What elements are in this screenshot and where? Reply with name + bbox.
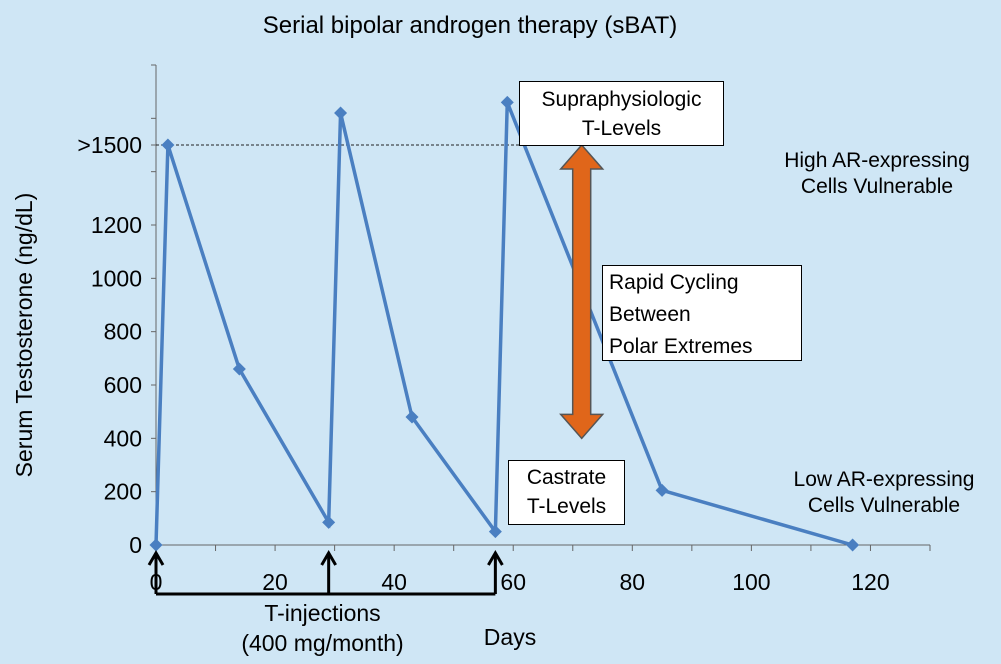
data-point [405, 410, 419, 424]
t-injections-label: T-injections (400 mg/month) [200, 598, 445, 658]
injection-arrow-head [487, 550, 504, 566]
y-tick-label: 1200 [91, 212, 142, 238]
x-axis-label: Days [484, 624, 536, 650]
x-tick-label: 100 [732, 569, 770, 595]
y-axis-label: Serum Testosterone (ng/dL) [11, 193, 37, 478]
data-point [500, 95, 514, 109]
data-point [149, 538, 163, 552]
castrate-box: Castrate T-Levels [508, 460, 625, 525]
x-tick-label: 120 [851, 569, 889, 595]
data-point [161, 138, 175, 152]
data-point [322, 515, 336, 529]
y-tick-label: 200 [104, 479, 142, 505]
high-ar-label: High AR-expressing Cells Vulnerable [752, 148, 1001, 200]
y-tick-label: >1500 [77, 132, 142, 158]
data-point [488, 525, 502, 539]
rapid-line3: Polar Extremes [609, 335, 753, 358]
rapid-cycling-arrow-shape [559, 143, 605, 440]
high-line2: Cells Vulnerable [800, 175, 954, 198]
injections-line2: (400 mg/month) [241, 630, 404, 656]
supra-line1: Supraphysiologic [541, 88, 702, 111]
x-tick-label: 20 [262, 569, 288, 595]
injection-markers [147, 550, 504, 596]
x-tick-label: 80 [620, 569, 646, 595]
low-ar-label: Low AR-expressing Cells Vulnerable [764, 467, 1001, 519]
data-point [846, 538, 860, 552]
x-tick-label: 60 [500, 569, 526, 595]
data-point [655, 483, 669, 497]
data-point [232, 362, 246, 376]
x-tick-label: 40 [381, 569, 407, 595]
rapid-line2: Between [609, 303, 691, 326]
supra-line2: T-Levels [581, 117, 662, 140]
low-line2: Cells Vulnerable [807, 494, 961, 517]
tick-labels: 020040060080010001200>150002040608010012… [77, 132, 889, 595]
castrate-line2: T-Levels [526, 495, 607, 518]
castrate-line1: Castrate [526, 466, 607, 489]
rapid-cycling-box: Rapid Cycling Between Polar Extremes [602, 265, 802, 361]
high-line1: High AR-expressing [784, 149, 970, 172]
y-tick-label: 800 [104, 319, 142, 345]
injections-line1: T-injections [264, 600, 381, 626]
injection-arrow-head [320, 550, 337, 566]
y-tick-label: 0 [129, 532, 142, 558]
y-tick-label: 400 [104, 425, 142, 451]
y-tick-label: 600 [104, 372, 142, 398]
low-line1: Low AR-expressing [793, 468, 975, 491]
rapid-cycling-arrow [559, 143, 605, 440]
y-tick-label: 1000 [91, 265, 142, 291]
rapid-line1: Rapid Cycling [609, 271, 739, 294]
supraphysiologic-box: Supraphysiologic T-Levels [519, 81, 724, 146]
chart-title: Serial bipolar androgen therapy (sBAT) [263, 12, 677, 39]
injection-arrow-head [147, 550, 165, 566]
data-point [334, 106, 348, 120]
